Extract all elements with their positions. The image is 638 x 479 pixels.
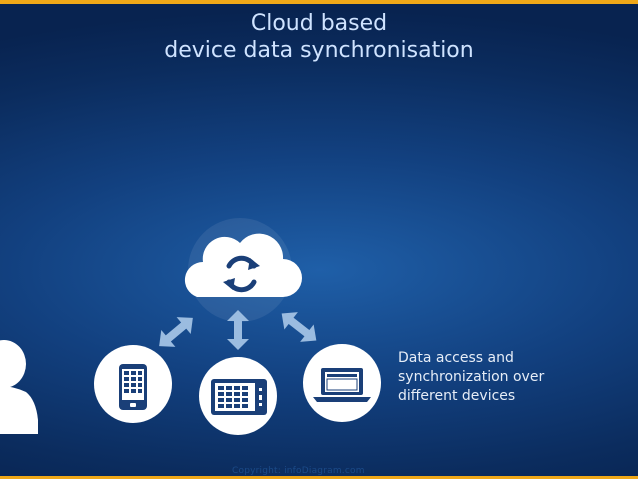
- caption-line-1: Data access and: [398, 350, 514, 366]
- person-icon: [0, 340, 38, 434]
- title-line-1: Cloud based: [250, 11, 388, 36]
- diagram-caption: Data access and synchronization over dif…: [398, 349, 598, 406]
- cloud-sync-icon: [184, 218, 302, 322]
- tablet-icon: [199, 357, 277, 435]
- caption-line-2: synchronization over: [398, 369, 545, 385]
- laptop-icon: [303, 344, 381, 422]
- copyright-notice: Copyright: infoDiagram.com: [232, 466, 365, 476]
- bottom-accent-bar: [0, 476, 638, 479]
- title-line-2: device data synchronisation: [164, 38, 474, 63]
- arrow-bidirectional-icon: [159, 310, 317, 350]
- slide-title: Cloud based device data synchronisation: [0, 10, 638, 64]
- top-accent-bar: [0, 0, 638, 4]
- smartphone-icon: [94, 345, 172, 423]
- caption-line-3: different devices: [398, 388, 516, 404]
